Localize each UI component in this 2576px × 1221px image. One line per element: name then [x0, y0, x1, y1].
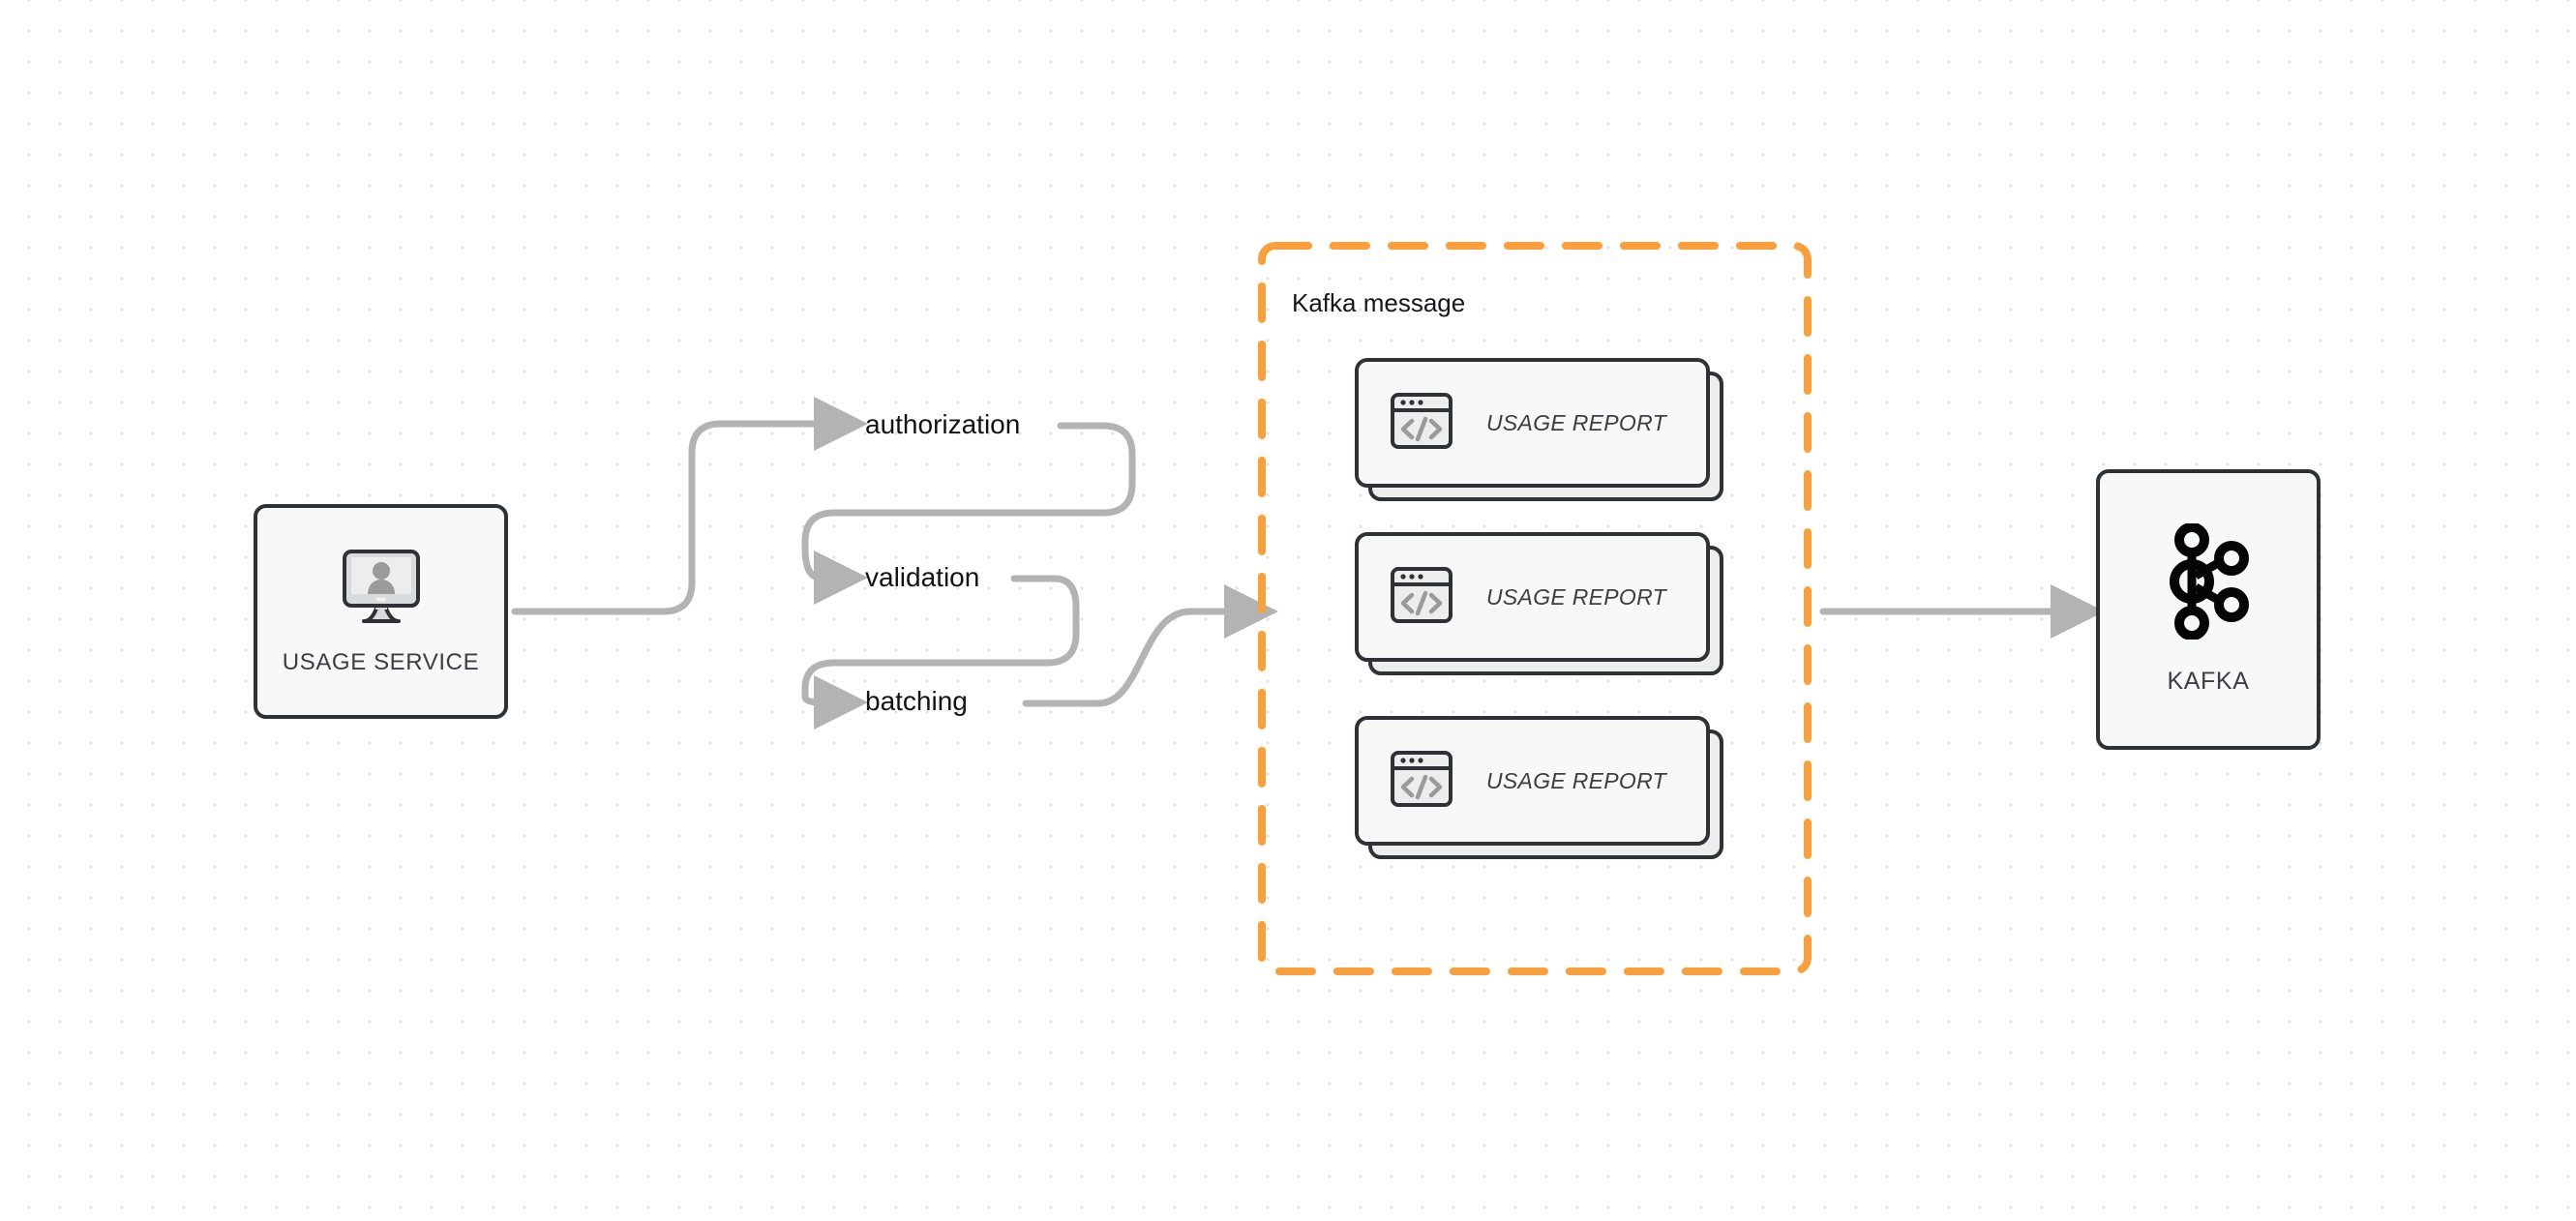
card-front-layer: USAGE REPORT: [1355, 532, 1710, 662]
node-usage-service[interactable]: USAGE SERVICE: [254, 504, 508, 719]
connector-service-to-authorization: [511, 397, 868, 615]
kafka-logo-icon: [2164, 522, 2253, 644]
node-usage-service-label: USAGE SERVICE: [282, 648, 480, 675]
flow-label-authorization: authorization: [865, 409, 1021, 439]
card-front-layer: USAGE REPORT: [1355, 716, 1710, 846]
connector-authorization-to-validation: [801, 422, 1136, 605]
code-window-icon: [1390, 389, 1453, 458]
group-kafka-message-title: Kafka message: [1292, 288, 1466, 317]
flow-label-validation: validation: [865, 562, 980, 592]
card-front-layer: USAGE REPORT: [1355, 358, 1710, 488]
usage-report-card-label: USAGE REPORT: [1486, 767, 1666, 793]
flow-label-batching: batching: [865, 686, 968, 716]
code-window-icon: [1390, 563, 1453, 632]
node-kafka[interactable]: KAFKA: [2096, 469, 2321, 750]
node-kafka-label: KAFKA: [2167, 668, 2250, 695]
usage-report-card[interactable]: USAGE REPORT: [1355, 716, 1723, 859]
usage-report-card-label: USAGE REPORT: [1486, 583, 1666, 610]
usage-report-card[interactable]: USAGE REPORT: [1355, 358, 1723, 501]
code-window-icon: [1390, 747, 1453, 816]
usage-report-card[interactable]: USAGE REPORT: [1355, 532, 1723, 675]
monitor-user-icon: [339, 548, 424, 634]
connector-batching-to-kafka-message: [1022, 584, 1278, 707]
group-kafka-message[interactable]: Kafka message: [1258, 242, 1812, 975]
usage-report-card-label: USAGE REPORT: [1486, 409, 1666, 435]
connector-validation-to-batching: [801, 575, 1080, 730]
